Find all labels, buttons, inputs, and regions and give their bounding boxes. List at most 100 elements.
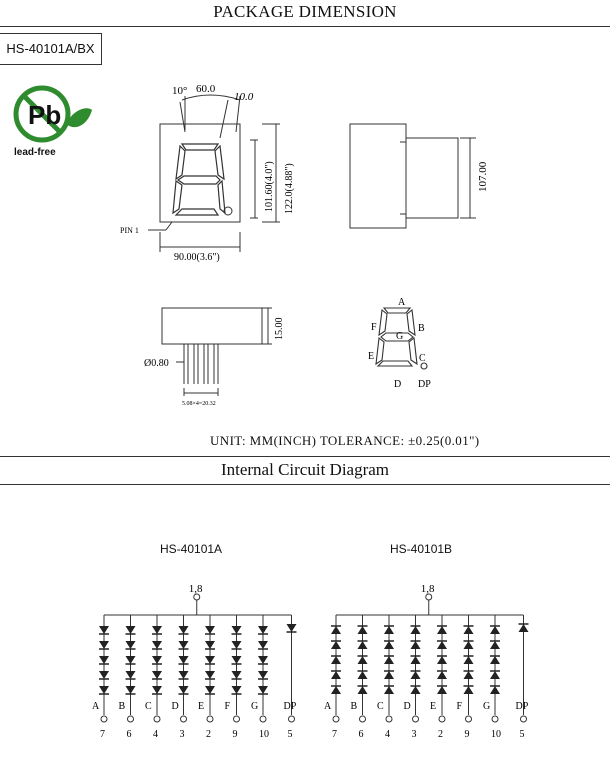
circuit-a-pin-label-9: 9 bbox=[233, 729, 238, 740]
circuit-b-pin-label-6: 6 bbox=[359, 729, 364, 740]
circuit-a-pin-label-5: 5 bbox=[288, 729, 293, 740]
front-angle-right-ref bbox=[235, 95, 241, 133]
circuit-a-seg-e-0-diode-icon bbox=[205, 626, 215, 634]
circuit-a-seg-f-3-diode-icon bbox=[231, 671, 242, 679]
circuit-a-seg-d-0-diode-icon bbox=[178, 626, 189, 634]
circuit-b-seg-label-f: F bbox=[457, 701, 463, 712]
circuit-a-seg-c-4-diode-icon bbox=[152, 686, 162, 694]
front-view-drawing: 10° 60.0 10.0 101.60(4.0") 122.0(4.88") … bbox=[120, 83, 295, 263]
circuit-a-seg-e-4-diode-icon bbox=[205, 686, 215, 694]
circuit-a-seg-f-0-diode-icon bbox=[231, 626, 242, 634]
circuit-b-pin-9 bbox=[465, 715, 472, 723]
circuit-a-pin-label-3: 3 bbox=[180, 729, 185, 740]
circuit-a-common-label: 1,8 bbox=[189, 583, 203, 595]
circuit-b-seg-c-0-diode-icon bbox=[384, 626, 394, 634]
circuit-b-pin-6 bbox=[359, 715, 366, 723]
tolerance-line: UNIT: MM(INCH) TOLERANCE: ±0.25(0.01") bbox=[210, 433, 480, 448]
circuit-a-seg-a-2-diode-icon bbox=[99, 656, 109, 664]
circuit-b-seg-e-2-diode-icon bbox=[437, 656, 447, 664]
circuit-a-pin-10 bbox=[259, 715, 267, 723]
width-label: 90.00(3.6") bbox=[174, 252, 220, 263]
section-rule-top bbox=[0, 456, 610, 457]
circuit-a-seg-label-c: C bbox=[145, 701, 152, 712]
circuit-a-pin-label-10: 10 bbox=[259, 729, 269, 740]
circuit-a-seg-d-3-diode-icon bbox=[178, 671, 189, 679]
circuit-a-seg-c-0-diode-icon bbox=[152, 626, 162, 634]
circuit-b-pin-label-10: 10 bbox=[491, 729, 501, 740]
digit-outline bbox=[172, 143, 226, 216]
circuit-b-seg-dp-0-diode-icon bbox=[518, 624, 529, 632]
circuit-a-seg-label-e: E bbox=[198, 701, 204, 712]
circuit-b-seg-b-3-diode-icon bbox=[357, 671, 368, 679]
pin-dia-label: Ø0.80 bbox=[144, 358, 169, 369]
pin1-label: PIN 1 bbox=[120, 226, 139, 235]
circuit-a-seg-b-1-diode-icon bbox=[125, 641, 136, 649]
top-width-label: 60.0 bbox=[196, 83, 216, 95]
circuit-b-seg-label-d: D bbox=[404, 701, 411, 712]
lead-free-logo: Pb bbox=[13, 85, 92, 143]
circuit-a-pin-5 bbox=[288, 715, 295, 723]
logo-pb-text: Pb bbox=[28, 100, 61, 130]
seg-c: C bbox=[419, 353, 426, 364]
circuit-b-pin-label-7: 7 bbox=[332, 729, 337, 740]
circuit-a-seg-b-2-diode-icon bbox=[125, 656, 136, 664]
circuit-b-seg-f-1-diode-icon bbox=[463, 641, 474, 649]
circuit-b-pin-3 bbox=[412, 715, 419, 723]
seg-dp: DP bbox=[418, 379, 431, 390]
circuit-a-seg-label-d: D bbox=[172, 701, 179, 712]
bottom-height-label: 15.00 bbox=[274, 318, 285, 341]
circuit-right-name: HS-40101B bbox=[390, 542, 453, 556]
digit-height-label: 101.60(4.0") bbox=[264, 161, 275, 212]
circuit-a-pin-3 bbox=[180, 715, 187, 723]
leaf-icon bbox=[66, 108, 92, 128]
circuit-a-seg-f-2-diode-icon bbox=[231, 656, 242, 664]
circuit-a-common-pin bbox=[193, 593, 201, 601]
circuit-b-seg-d-1-diode-icon bbox=[410, 641, 421, 649]
circuit-b-seg-a-3-diode-icon bbox=[331, 671, 341, 679]
circuit-a-seg-d-2-diode-icon bbox=[178, 656, 189, 664]
circuit-b-seg-label-dp: DP bbox=[516, 701, 529, 712]
circuit-a-seg-e-3-diode-icon bbox=[205, 671, 215, 679]
circuit-a-seg-b-4-diode-icon bbox=[125, 686, 136, 694]
circuit-b-seg-a-1-diode-icon bbox=[331, 641, 341, 649]
circuit-a-pin-6 bbox=[127, 715, 134, 723]
top-dim-line bbox=[181, 94, 241, 101]
circuit-b-seg-e-3-diode-icon bbox=[437, 671, 447, 679]
circuit-b-seg-g-4-diode-icon bbox=[490, 686, 500, 694]
decimal-point-dot bbox=[223, 206, 233, 216]
circuit-a-seg-a-1-diode-icon bbox=[99, 641, 109, 649]
circuit-a-seg-a-3-diode-icon bbox=[99, 671, 109, 679]
circuit-a-seg-label-f: F bbox=[225, 701, 231, 712]
page-title: PACKAGE DIMENSION bbox=[213, 2, 397, 21]
circuit-b-seg-c-3-diode-icon bbox=[384, 671, 394, 679]
circuit-b-seg-d-3-diode-icon bbox=[410, 671, 421, 679]
circuit-b-seg-f-0-diode-icon bbox=[463, 626, 474, 634]
front-angle-right-line bbox=[219, 99, 229, 139]
circuit-a-pin-9 bbox=[233, 715, 240, 723]
circuit-b-seg-f-4-diode-icon bbox=[463, 686, 474, 694]
circuit-left-name: HS-40101A bbox=[160, 542, 223, 556]
circuit-b-seg-c-1-diode-icon bbox=[384, 641, 394, 649]
side-view-drawing: 107.00 bbox=[349, 123, 489, 229]
circuit-a-seg-g-2-diode-icon bbox=[258, 656, 268, 664]
circuit-b-seg-label-e: E bbox=[430, 701, 436, 712]
seg-f: F bbox=[371, 322, 377, 333]
circuit-a-seg-label-g: G bbox=[251, 701, 258, 712]
side-pins bbox=[406, 137, 459, 219]
lead-free-caption: lead-free bbox=[14, 147, 56, 158]
circuit-b-pin-7 bbox=[332, 715, 340, 723]
circuit-a-seg-g-1-diode-icon bbox=[258, 641, 268, 649]
circuit-b-seg-f-2-diode-icon bbox=[463, 656, 474, 664]
circuit-a-seg-f-1-diode-icon bbox=[231, 641, 242, 649]
circuit-a-seg-e-1-diode-icon bbox=[205, 641, 215, 649]
circuit-b-seg-label-b: B bbox=[351, 701, 358, 712]
circuit-b-seg-c-4-diode-icon bbox=[384, 686, 394, 694]
circuit-b-common-label: 1,8 bbox=[421, 583, 435, 595]
circuit-a-seg-b-0-diode-icon bbox=[125, 626, 136, 634]
circuit-b-seg-a-0-diode-icon bbox=[331, 626, 341, 634]
circuit-b-seg-label-c: C bbox=[377, 701, 384, 712]
seg-d: D bbox=[394, 379, 401, 390]
circuit-b-pin-2 bbox=[438, 715, 446, 723]
circuit-b-seg-e-1-diode-icon bbox=[437, 641, 447, 649]
circuit-b-seg-g-0-diode-icon bbox=[490, 626, 500, 634]
